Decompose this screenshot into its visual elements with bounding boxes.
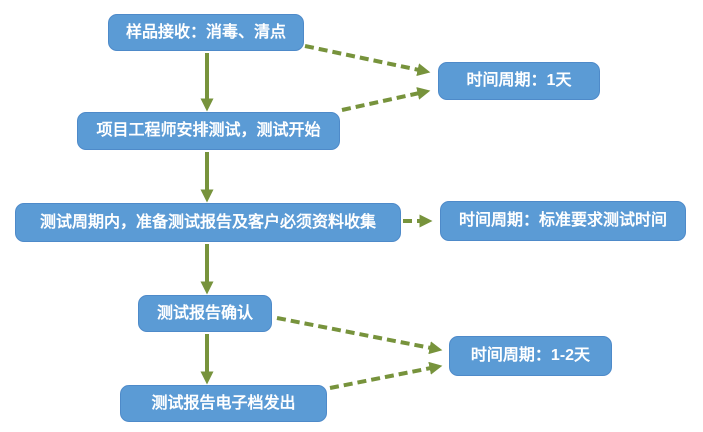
flow-step-electronic-report-sent: 测试报告电子档发出 — [120, 385, 327, 422]
time-note-1-day: 时间周期：1天 — [438, 62, 600, 100]
arrow-dashed-step5-time3 — [329, 361, 443, 390]
arrow-dashed-step4-time3 — [276, 316, 443, 355]
arrow-dashed-step2-time1 — [341, 87, 431, 112]
flow-step-engineer-arranges-test: 项目工程师安排测试，测试开始 — [77, 112, 340, 150]
time-note-1-2-days: 时间周期：1-2天 — [449, 336, 612, 376]
flow-step-sample-reception: 样品接收：消毒、清点 — [108, 14, 304, 51]
flow-step-prepare-report-collect-materials: 测试周期内，准备测试报告及客户必须资料收集 — [15, 203, 401, 242]
arrow-dashed-step1-time1 — [304, 44, 431, 77]
flow-step-report-confirmation: 测试报告确认 — [138, 295, 272, 332]
time-note-standard-test-time: 时间周期：标准要求测试时间 — [440, 201, 686, 241]
